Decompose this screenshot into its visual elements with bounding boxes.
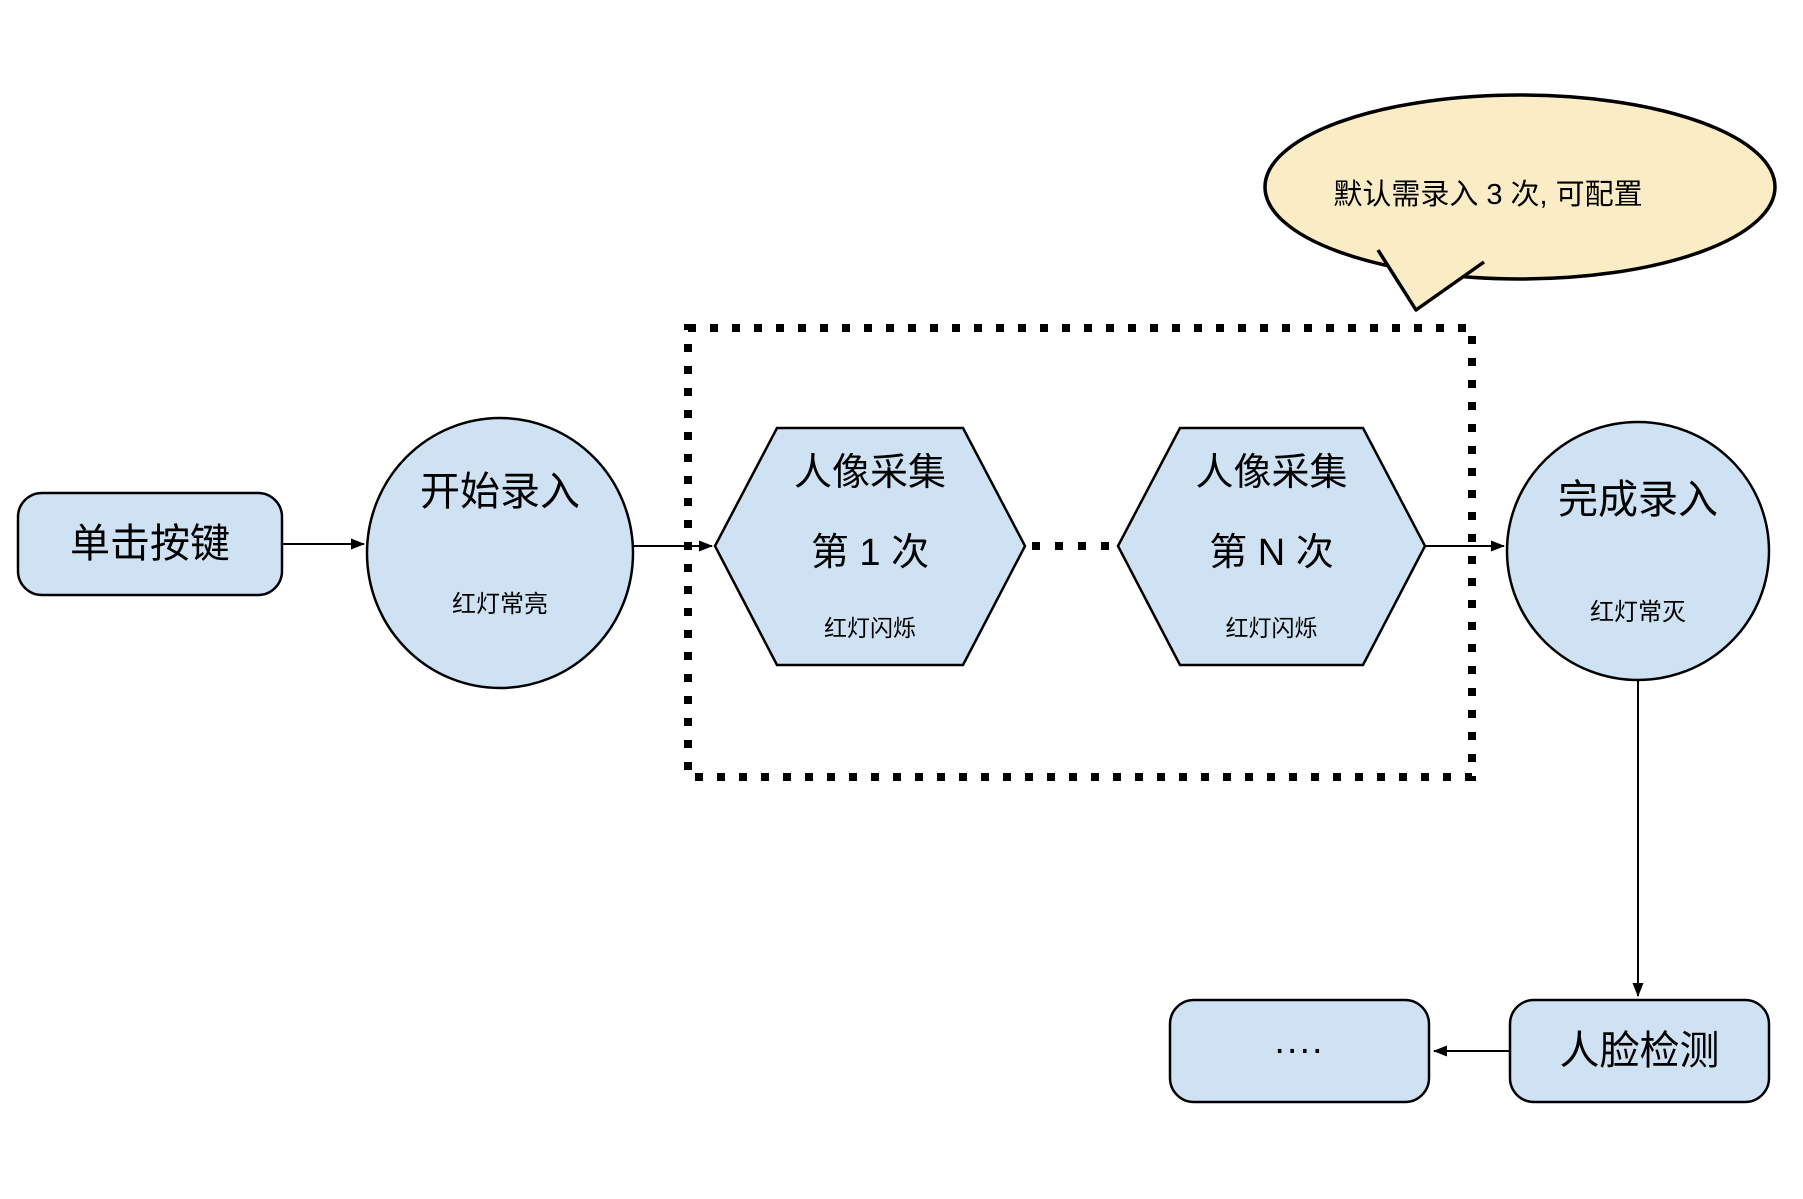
start-entry-status: 红灯常亮 bbox=[452, 591, 548, 618]
start-entry-node bbox=[365, 416, 635, 690]
callout-tail bbox=[1376, 249, 1486, 312]
capture-1-status: 红灯闪烁 bbox=[824, 615, 916, 641]
capture-n-count: 第 N 次 bbox=[1209, 532, 1334, 574]
start-entry-label: 开始录入 bbox=[420, 470, 580, 514]
callout-bubble bbox=[1263, 93, 1777, 281]
face-detect-label: 人脸检测 bbox=[1559, 1029, 1720, 1073]
ellipsis-label: .... bbox=[1274, 1020, 1325, 1062]
capture-n-title: 人像采集 bbox=[1195, 452, 1348, 494]
finish-entry-status: 红灯常灭 bbox=[1590, 599, 1686, 626]
capture-1-node bbox=[713, 426, 1027, 667]
callout-text: 默认需录入 3 次, 可配置 bbox=[1333, 179, 1643, 211]
finish-entry-node bbox=[1505, 420, 1771, 682]
finish-entry-label: 完成录入 bbox=[1558, 478, 1718, 522]
capture-1-count: 第 1 次 bbox=[810, 532, 930, 574]
capture-n-status: 红灯闪烁 bbox=[1225, 615, 1318, 641]
ellipsis-node bbox=[1168, 998, 1431, 1104]
click-button-label: 单击按键 bbox=[70, 522, 230, 566]
capture-1-title: 人像采集 bbox=[793, 452, 946, 494]
